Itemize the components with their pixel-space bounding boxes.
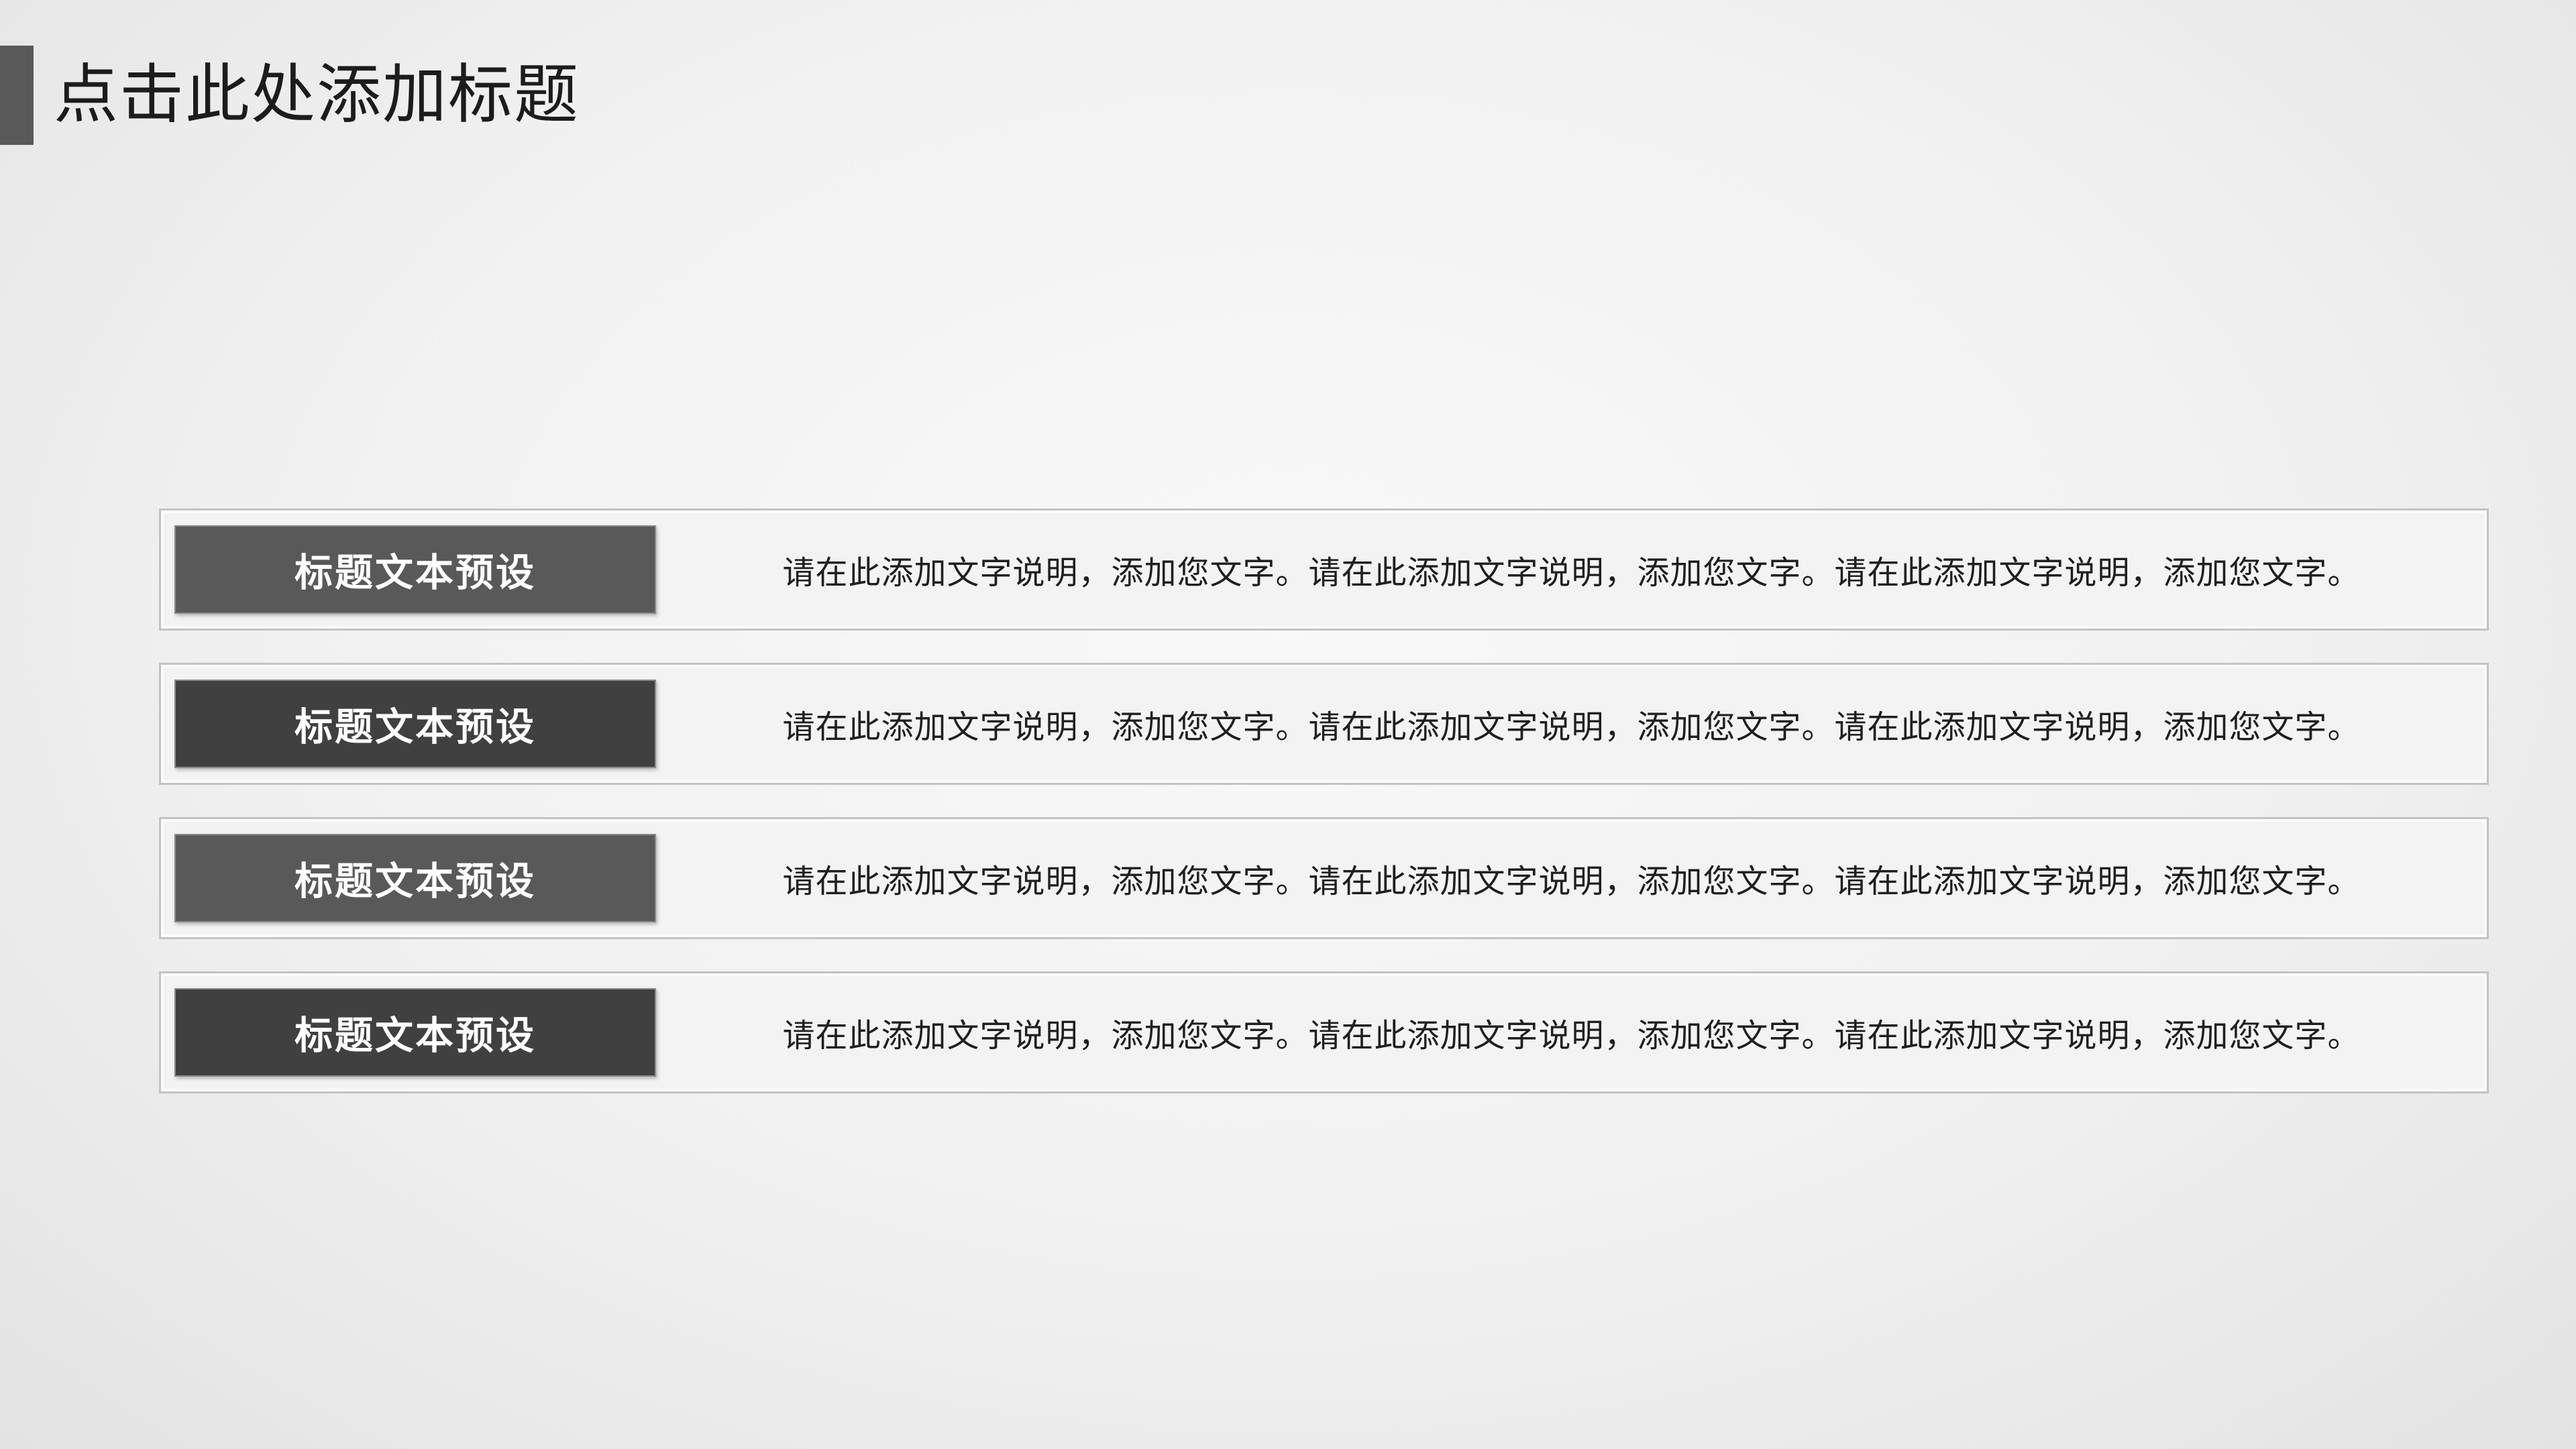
row-1-label-badge: 标题文本预设: [174, 525, 656, 614]
row-2-label-badge: 标题文本预设: [174, 680, 656, 768]
row-4-label-badge: 标题文本预设: [174, 988, 656, 1077]
row-3-label-badge: 标题文本预设: [174, 834, 656, 922]
content-row-2: 标题文本预设 请在此添加文字说明，添加您文字。请在此添加文字说明，添加您文字。请…: [159, 663, 2489, 785]
row-3-description: 请在此添加文字说明，添加您文字。请在此添加文字说明，添加您文字。请在此添加文字说…: [782, 864, 2361, 900]
content-rows: 标题文本预设 请在此添加文字说明，添加您文字。请在此添加文字说明，添加您文字。请…: [159, 508, 2489, 1093]
content-row-3: 标题文本预设 请在此添加文字说明，添加您文字。请在此添加文字说明，添加您文字。请…: [159, 817, 2489, 939]
slide-header: 点击此处添加标题: [0, 46, 580, 145]
row-1-description: 请在此添加文字说明，添加您文字。请在此添加文字说明，添加您文字。请在此添加文字说…: [782, 555, 2361, 591]
slide-title: 点击此处添加标题: [54, 59, 580, 131]
content-row-4: 标题文本预设 请在此添加文字说明，添加您文字。请在此添加文字说明，添加您文字。请…: [159, 971, 2489, 1093]
title-accent-bar: [0, 46, 34, 145]
row-4-description: 请在此添加文字说明，添加您文字。请在此添加文字说明，添加您文字。请在此添加文字说…: [782, 1018, 2361, 1054]
row-2-description: 请在此添加文字说明，添加您文字。请在此添加文字说明，添加您文字。请在此添加文字说…: [782, 710, 2361, 745]
content-row-1: 标题文本预设 请在此添加文字说明，添加您文字。请在此添加文字说明，添加您文字。请…: [159, 508, 2489, 631]
